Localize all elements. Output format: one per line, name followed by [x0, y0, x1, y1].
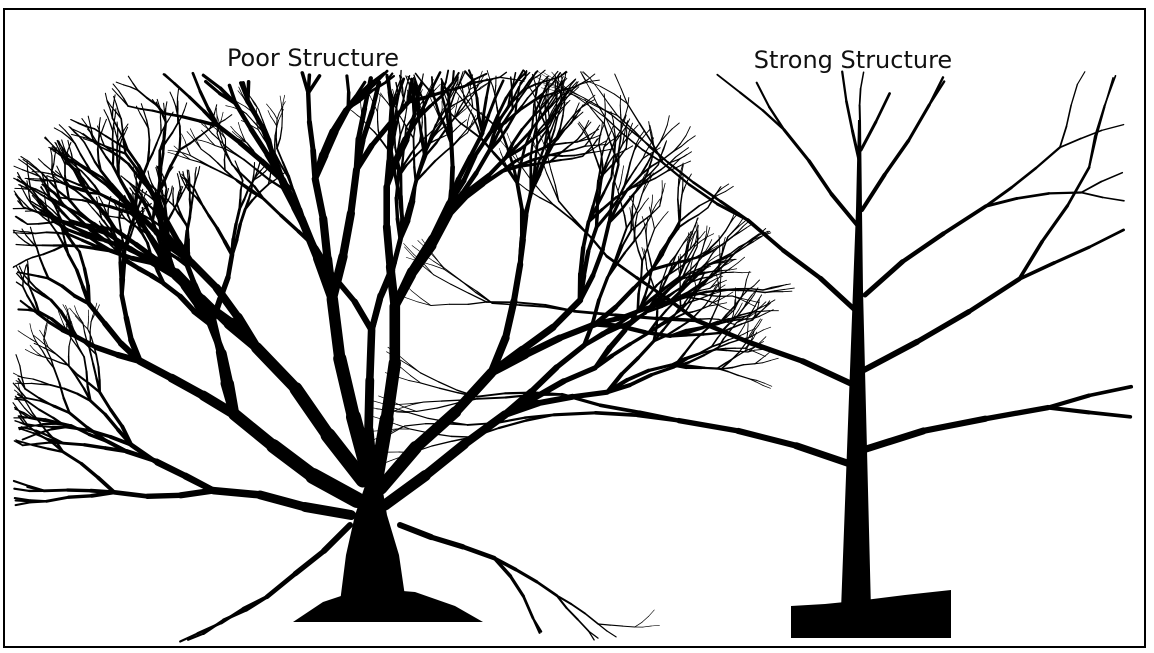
- poor-structure-label: Poor Structure: [226, 44, 400, 72]
- strong-structure-tree-illustration: [365, 70, 1134, 638]
- comparison-frame: Poor Structure Strong Structure: [3, 8, 1146, 648]
- strong-structure-label: Strong Structure: [753, 46, 953, 74]
- poor-structure-tree-illustration: [12, 69, 795, 643]
